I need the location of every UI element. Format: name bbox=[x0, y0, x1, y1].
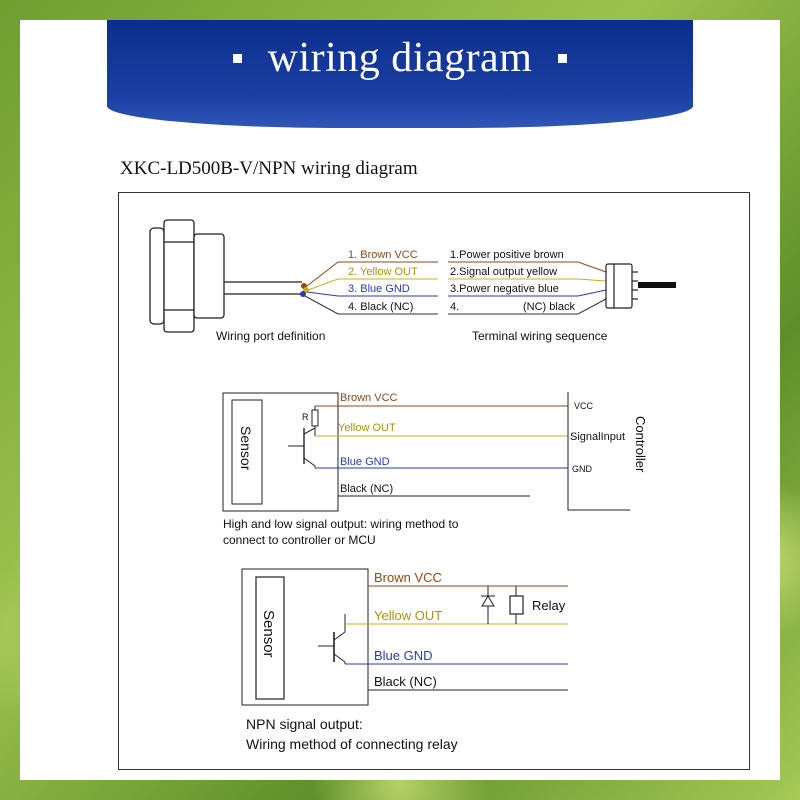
wire-bundle-knot bbox=[300, 283, 309, 297]
controller-bracket bbox=[567, 392, 630, 511]
caption-terminal-sequence: Terminal wiring sequence bbox=[472, 329, 608, 343]
wiring-diagram: 1. Brown VCC 2. Yellow OUT 3. Blue GND 4… bbox=[149, 219, 676, 752]
port-label-3: 3. Blue GND bbox=[348, 283, 410, 295]
sensor-face bbox=[149, 227, 165, 325]
relay-label: Relay bbox=[532, 598, 566, 613]
relay-wire-label-blue: Blue GND bbox=[374, 648, 433, 663]
terminal-label-4-color: (NC) black bbox=[523, 301, 575, 313]
caption-port-definition: Wiring port definition bbox=[216, 329, 325, 343]
relay-wire-label-brown: Brown VCC bbox=[374, 570, 442, 585]
terminal-signal-input: SignalInput bbox=[570, 431, 625, 443]
terminal-wires bbox=[448, 261, 607, 315]
relay-caption-2: Wiring method of connecting relay bbox=[246, 736, 458, 752]
connector-plug bbox=[605, 263, 676, 309]
resistor-label: R bbox=[302, 412, 309, 422]
banner-title: wiring diagram bbox=[107, 34, 693, 82]
sensor-box-2 bbox=[255, 576, 285, 700]
sensor-box bbox=[231, 399, 263, 505]
wire-label-black: Black (NC) bbox=[340, 483, 393, 495]
resistor bbox=[311, 409, 319, 427]
sensor-outline bbox=[222, 392, 339, 512]
terminal-label-2: 2.Signal output yellow bbox=[450, 266, 557, 278]
fanout-wires bbox=[304, 261, 438, 315]
terminal-vcc: VCC bbox=[574, 401, 594, 411]
banner-title-text: wiring diagram bbox=[267, 35, 533, 81]
sensor-label: Sensor bbox=[238, 426, 254, 471]
terminal-label-3: 3.Power negative blue bbox=[450, 283, 559, 295]
controller-caption-2: connect to controller or MCU bbox=[223, 533, 376, 547]
wire-label-brown: Brown VCC bbox=[340, 392, 398, 404]
document-title: XKC-LD500B-V/NPN wiring diagram bbox=[120, 158, 418, 179]
sensor-label-2: Sensor bbox=[260, 610, 277, 658]
terminal-label-1: 1.Power positive brown bbox=[450, 249, 564, 261]
sensor-outline-2 bbox=[241, 568, 369, 706]
relay-diagram bbox=[241, 568, 568, 706]
product-card: wiring diagram XKC-LD500B-V/NPN wiring d… bbox=[20, 20, 780, 780]
relay-coil bbox=[509, 595, 524, 615]
port-label-1: 1. Brown VCC bbox=[348, 249, 418, 261]
wire-label-yellow: Yellow OUT bbox=[338, 422, 396, 434]
banner: wiring diagram bbox=[107, 20, 693, 128]
controller-caption-1: High and low signal output: wiring metho… bbox=[223, 517, 459, 531]
terminal-label-4: 4. bbox=[450, 301, 459, 313]
cable bbox=[638, 282, 676, 288]
relay-caption-1: NPN signal output: bbox=[246, 716, 363, 732]
sensor-nut bbox=[163, 219, 195, 333]
port-label-2: 2. Yellow OUT bbox=[348, 266, 418, 278]
bullet-square-icon bbox=[558, 53, 568, 63]
diagram-frame bbox=[118, 192, 750, 770]
sensor-body bbox=[193, 233, 225, 319]
relay-wire-label-yellow: Yellow OUT bbox=[374, 608, 442, 623]
wire-label-blue: Blue GND bbox=[340, 456, 390, 468]
port-label-4: 4. Black (NC) bbox=[348, 301, 413, 313]
bullet-square-icon bbox=[232, 53, 242, 63]
controller-label: Controller bbox=[633, 416, 648, 473]
controller-diagram bbox=[222, 392, 630, 512]
sensor-drawing bbox=[149, 219, 302, 333]
relay-wire-label-black: Black (NC) bbox=[374, 674, 437, 689]
terminal-gnd: GND bbox=[572, 464, 593, 474]
